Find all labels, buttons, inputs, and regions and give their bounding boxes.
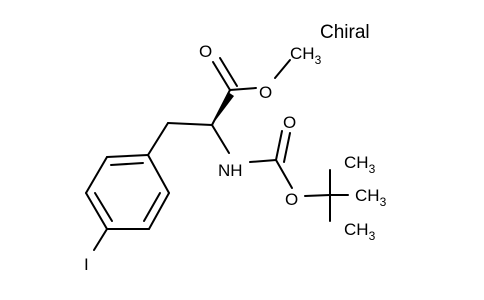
tbu-ch3-right-subscript: 3 (380, 195, 387, 209)
ring-bond-1 (106, 154, 149, 158)
methyl-ester-group: O O CH3 (199, 42, 322, 126)
methyl-label: CH3 (290, 44, 322, 67)
carbonyl-oxygen-label: O (199, 42, 212, 61)
bond-boc-c-o-double-b (283, 132, 291, 163)
chiral-label: Chiral (320, 22, 370, 43)
methyl-c: CH (290, 44, 315, 63)
tbu-ch3-top-subscript: 3 (369, 162, 376, 176)
ester-oxygen-label: O (259, 83, 272, 102)
ring-bond-3-inner (94, 192, 113, 222)
bond-c-o-double-b (219, 57, 238, 87)
tbu-ch3-bottom-c: CH (344, 220, 369, 239)
bond-ring-iodine (93, 228, 108, 251)
ring-bond-6 (147, 154, 170, 194)
ring-bond-5 (148, 192, 170, 230)
stereo-wedge-bond (212, 92, 234, 125)
bond-calpha-ch2 (167, 122, 213, 126)
tbu-ch3-right-c: CH (355, 186, 380, 205)
bond-boc-c-o-ester (275, 159, 293, 189)
benzyl-chain (147, 122, 213, 156)
boc-ester-oxygen-label: O (285, 190, 298, 209)
tbu-ch3-bottom-subscript: 3 (369, 229, 376, 243)
boc-amine-group: NH O O CH3 CH3 CH3 (211, 113, 387, 243)
nh-label: NH (218, 161, 243, 180)
bond-c-o-ester (229, 87, 257, 91)
ring-bond-2 (85, 156, 108, 194)
methyl-subscript: 3 (315, 53, 322, 67)
ring-bond-5-inner (143, 192, 161, 222)
tbu-ch3-top-label: CH3 (344, 153, 376, 176)
bond-o-cquaternary (304, 194, 331, 197)
bond-o-methyl (274, 59, 291, 79)
boc-carbonyl-oxygen-label: O (283, 113, 296, 132)
bond-boc-c-o-double-a (275, 130, 283, 161)
tbu-ch3-right-label: CH3 (355, 186, 387, 209)
ring-bond-1-inner (110, 162, 144, 166)
tbu-ch3-bottom-label: CH3 (344, 220, 376, 243)
bond-n-ccarbonyl (249, 159, 277, 163)
tbu-ch3-top-c: CH (344, 153, 369, 172)
iodine-label: I (84, 255, 89, 274)
ring-bond-3 (85, 192, 108, 230)
bond-calpha-n (211, 124, 230, 154)
bond-c-o-double-a (212, 61, 231, 91)
iodophenyl-ring: I (84, 154, 170, 274)
bond-ch2-ring (147, 122, 169, 156)
